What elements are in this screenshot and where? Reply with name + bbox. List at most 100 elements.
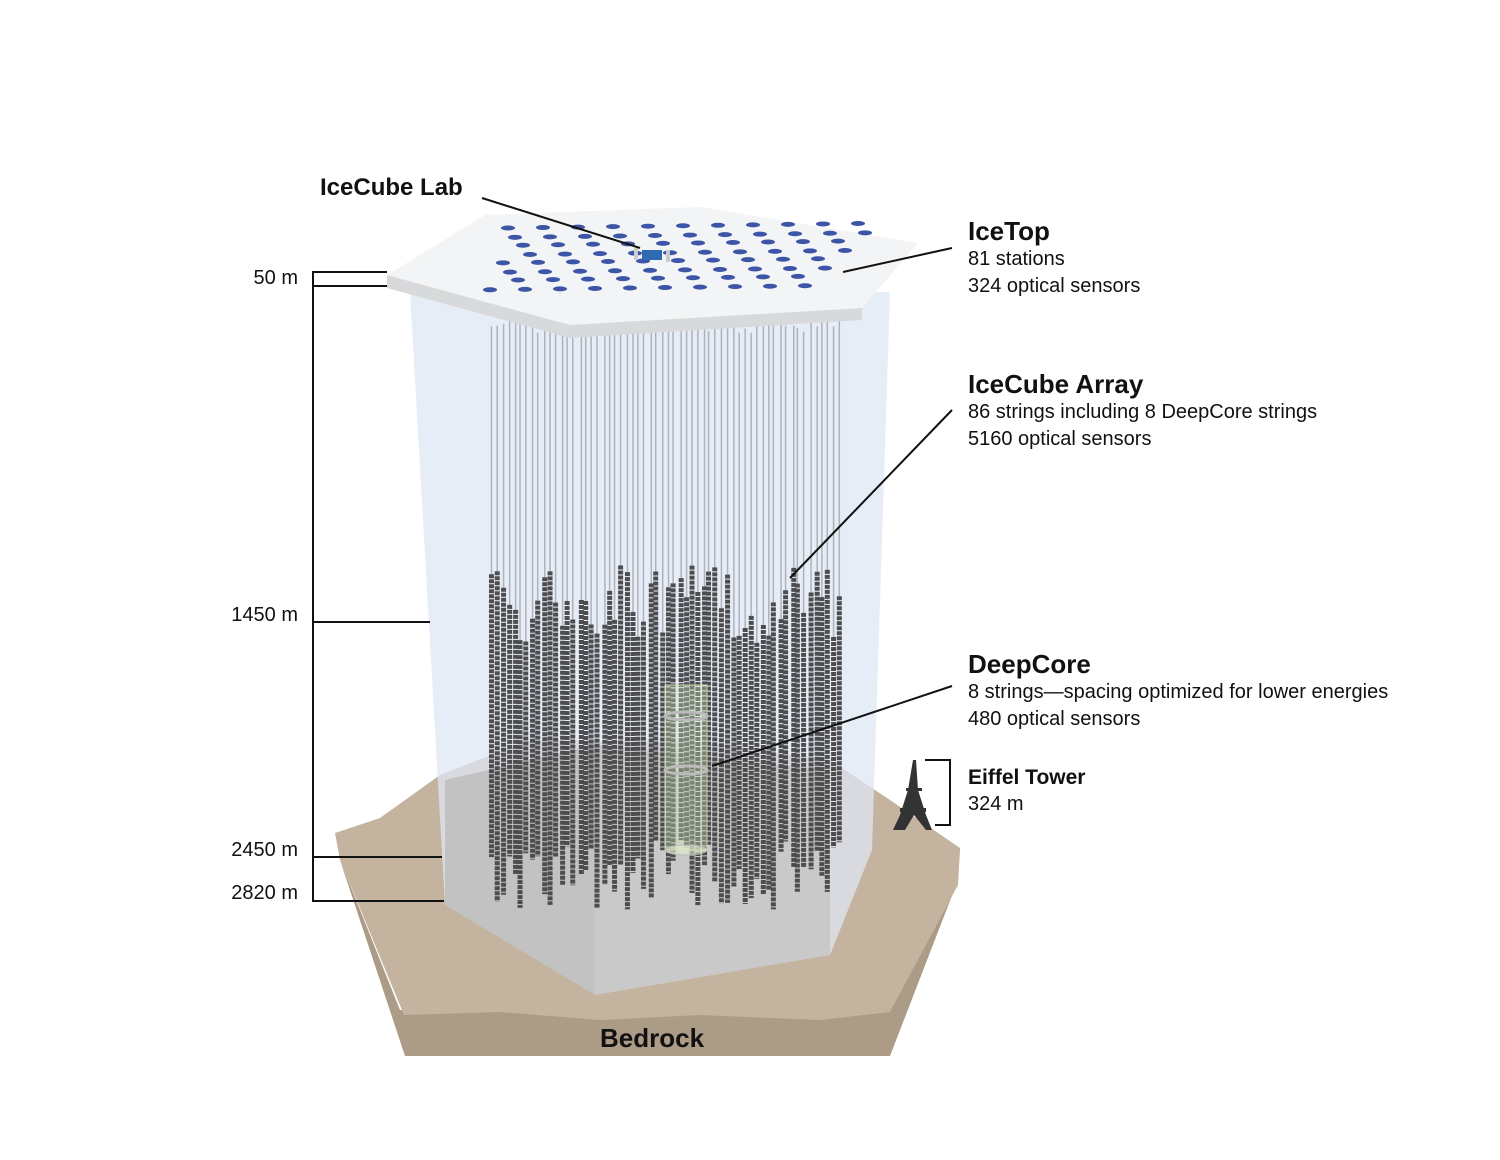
icetop-station — [803, 248, 817, 254]
deepcore-callout: DeepCore 8 strings—spacing optimized for… — [968, 649, 1388, 733]
icetop-station — [776, 256, 790, 262]
icetop-station — [698, 249, 712, 255]
icecube-lab-label: IceCube Lab — [320, 174, 463, 201]
icetop-station — [511, 277, 525, 283]
icetop-station — [818, 265, 832, 271]
icetop-station — [658, 285, 672, 291]
icetop-station — [691, 240, 705, 246]
icecube-lab-building — [634, 248, 670, 262]
icetop-station — [553, 286, 567, 292]
icetop-station — [656, 240, 670, 246]
deepcore-title: DeepCore — [968, 649, 1091, 679]
icetop-station — [756, 274, 770, 280]
icetop-station — [518, 286, 532, 292]
ice-front-shade — [445, 745, 595, 995]
icetop-station — [811, 256, 825, 262]
eiffel-tower-icon — [893, 760, 932, 830]
eiffel-callout: Eiffel Tower 324 m — [968, 765, 1085, 818]
icetop-station — [741, 257, 755, 263]
icetop-station — [651, 275, 665, 281]
icetop-station — [616, 276, 630, 282]
icetop-station — [693, 284, 707, 290]
icetop-station — [728, 284, 742, 290]
icetop-station — [816, 221, 830, 227]
icecube-array-line: 5160 optical sensors — [968, 428, 1152, 450]
deepcore-cylinder — [663, 684, 709, 856]
icetop-line: 324 optical sensors — [968, 275, 1141, 297]
icetop-station — [503, 269, 517, 275]
icetop-station — [706, 257, 720, 263]
icetop-station — [578, 233, 592, 239]
icetop-station — [711, 222, 725, 228]
icetop-line: 81 stations — [968, 248, 1065, 270]
icecube-array-callout: IceCube Array 86 strings including 8 Dee… — [968, 369, 1317, 453]
icetop-station — [558, 251, 572, 257]
icetop-station — [641, 223, 655, 229]
string-array — [488, 318, 842, 910]
icetop-station — [643, 267, 657, 273]
icetop-station — [586, 241, 600, 247]
icecube-array-title: IceCube Array — [968, 369, 1144, 399]
icetop-station — [501, 225, 515, 231]
icetop-callout: IceTop 81 stations 324 optical sensors — [968, 216, 1140, 300]
icetop-station — [721, 274, 735, 280]
icetop-stations — [483, 221, 872, 293]
icetop-station — [838, 247, 852, 253]
icetop-station — [608, 268, 622, 274]
icetop-station — [538, 269, 552, 275]
icetop-station — [763, 283, 777, 289]
icetop-station — [713, 266, 727, 272]
icetop-station — [536, 225, 550, 231]
icetop-station — [761, 239, 775, 245]
icetop-station — [483, 287, 497, 293]
icetop-station — [831, 238, 845, 244]
icetop-station — [823, 230, 837, 236]
icetop-station — [676, 223, 690, 229]
leader-lines — [312, 197, 953, 902]
icetop-station — [588, 285, 602, 291]
icetop-station — [523, 252, 537, 258]
icetop-surface — [387, 207, 918, 338]
icetop-station — [531, 259, 545, 265]
icetop-station — [791, 273, 805, 279]
icetop-station — [748, 266, 762, 272]
eiffel-line: 324 m — [968, 793, 1024, 815]
icetop-station — [623, 285, 637, 291]
depth-label: 50 m — [253, 267, 298, 289]
icetop-station — [781, 221, 795, 227]
icetop-station — [683, 232, 697, 238]
icetop-station — [508, 234, 522, 240]
icetop-station — [671, 258, 685, 264]
icetop-station — [593, 251, 607, 257]
icetop-station — [546, 277, 560, 283]
eiffel-title: Eiffel Tower — [968, 766, 1086, 789]
depth-label: 2820 m — [231, 882, 298, 904]
icetop-station — [788, 231, 802, 237]
icetop-station — [678, 267, 692, 273]
bedrock-label: Bedrock — [600, 1023, 705, 1053]
icetop-station — [613, 233, 627, 239]
icetop-station — [858, 230, 872, 236]
icetop-station — [543, 234, 557, 240]
icetop-station — [601, 258, 615, 264]
icetop-station — [648, 233, 662, 239]
icetop-station — [783, 266, 797, 272]
icetop-station — [733, 249, 747, 255]
icecube-array-line: 86 strings including 8 DeepCore strings — [968, 401, 1318, 423]
icetop-station — [753, 231, 767, 237]
icetop-station — [768, 248, 782, 254]
depth-label: 1450 m — [231, 604, 298, 626]
icetop-title: IceTop — [968, 216, 1050, 246]
deepcore-line: 8 strings—spacing optimized for lower en… — [968, 681, 1389, 703]
icetop-station — [551, 242, 565, 248]
icetop-station — [516, 242, 530, 248]
icetop-station — [496, 260, 510, 266]
icetop-station — [606, 224, 620, 230]
icetop-station — [726, 239, 740, 245]
icetop-station — [796, 239, 810, 245]
icetop-station — [566, 259, 580, 265]
icetop-station — [686, 275, 700, 281]
icetop-station — [573, 268, 587, 274]
icetop-station — [746, 222, 760, 228]
